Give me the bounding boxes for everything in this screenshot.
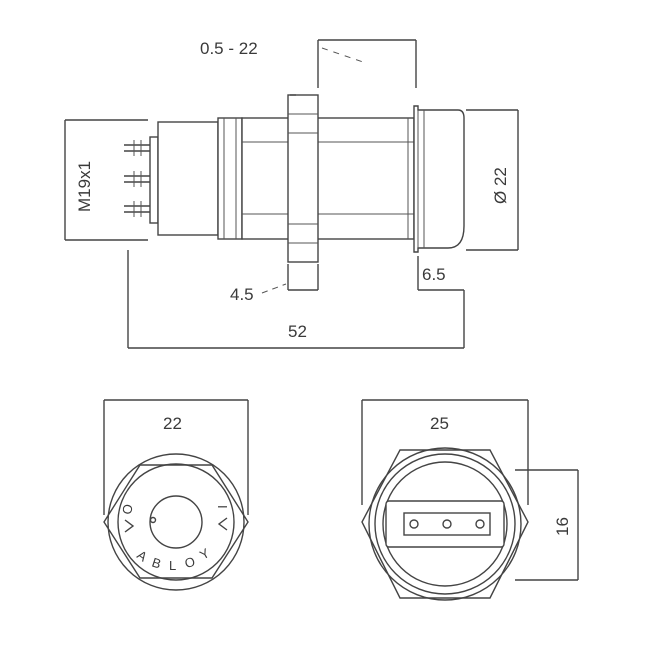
front-view: O I A B L O Y 22	[103, 399, 249, 591]
thread-label: M19x1	[75, 161, 94, 212]
position-off-label: O	[119, 503, 136, 516]
bezel	[413, 105, 465, 253]
nut-thickness-label: 4.5	[230, 285, 254, 304]
panel-range-label: 0.5 - 22	[200, 39, 258, 58]
bezel-depth-label: 6.5	[422, 265, 446, 284]
front-hex-outline	[103, 464, 249, 579]
on-pointer-icon	[217, 517, 228, 531]
brand-letter-2: B	[150, 555, 164, 572]
collar	[217, 117, 243, 240]
dim-nut-thickness: 4.5	[230, 264, 319, 304]
dim-thread: M19x1	[64, 119, 148, 241]
terminal-3	[475, 519, 485, 529]
threaded-barrel	[241, 117, 415, 240]
brand-letter-3: L	[169, 558, 177, 573]
brand-letter-4: O	[183, 554, 197, 571]
key-cylinder	[149, 495, 203, 549]
dim-rear-height: 16	[515, 469, 579, 581]
diameter-label: Ø 22	[491, 167, 510, 204]
terminal-2	[442, 519, 452, 529]
dim-diameter: Ø 22	[466, 109, 519, 251]
front-width-label: 22	[163, 414, 182, 433]
terminal-pins	[124, 136, 159, 224]
dim-panel-range: 0.5 - 22	[200, 39, 417, 88]
dim-front-width: 22	[103, 399, 249, 515]
position-on-label: I	[215, 505, 230, 509]
off-pointer-icon	[124, 519, 135, 533]
hex-nut	[287, 94, 319, 263]
dim-total-length: 52	[127, 250, 465, 349]
side-view: 0.5 - 22 M19x1 Ø 22 6.5 4.5	[64, 39, 519, 349]
rear-height-label: 16	[553, 517, 572, 536]
dim-bezel-depth: 6.5	[417, 256, 464, 291]
dim-rear-width: 25	[361, 399, 529, 505]
terminal-1	[409, 519, 419, 529]
total-length-label: 52	[288, 322, 307, 341]
rear-view: 25 16	[361, 399, 579, 601]
rear-width-label: 25	[430, 414, 449, 433]
rear-housing	[157, 121, 219, 236]
